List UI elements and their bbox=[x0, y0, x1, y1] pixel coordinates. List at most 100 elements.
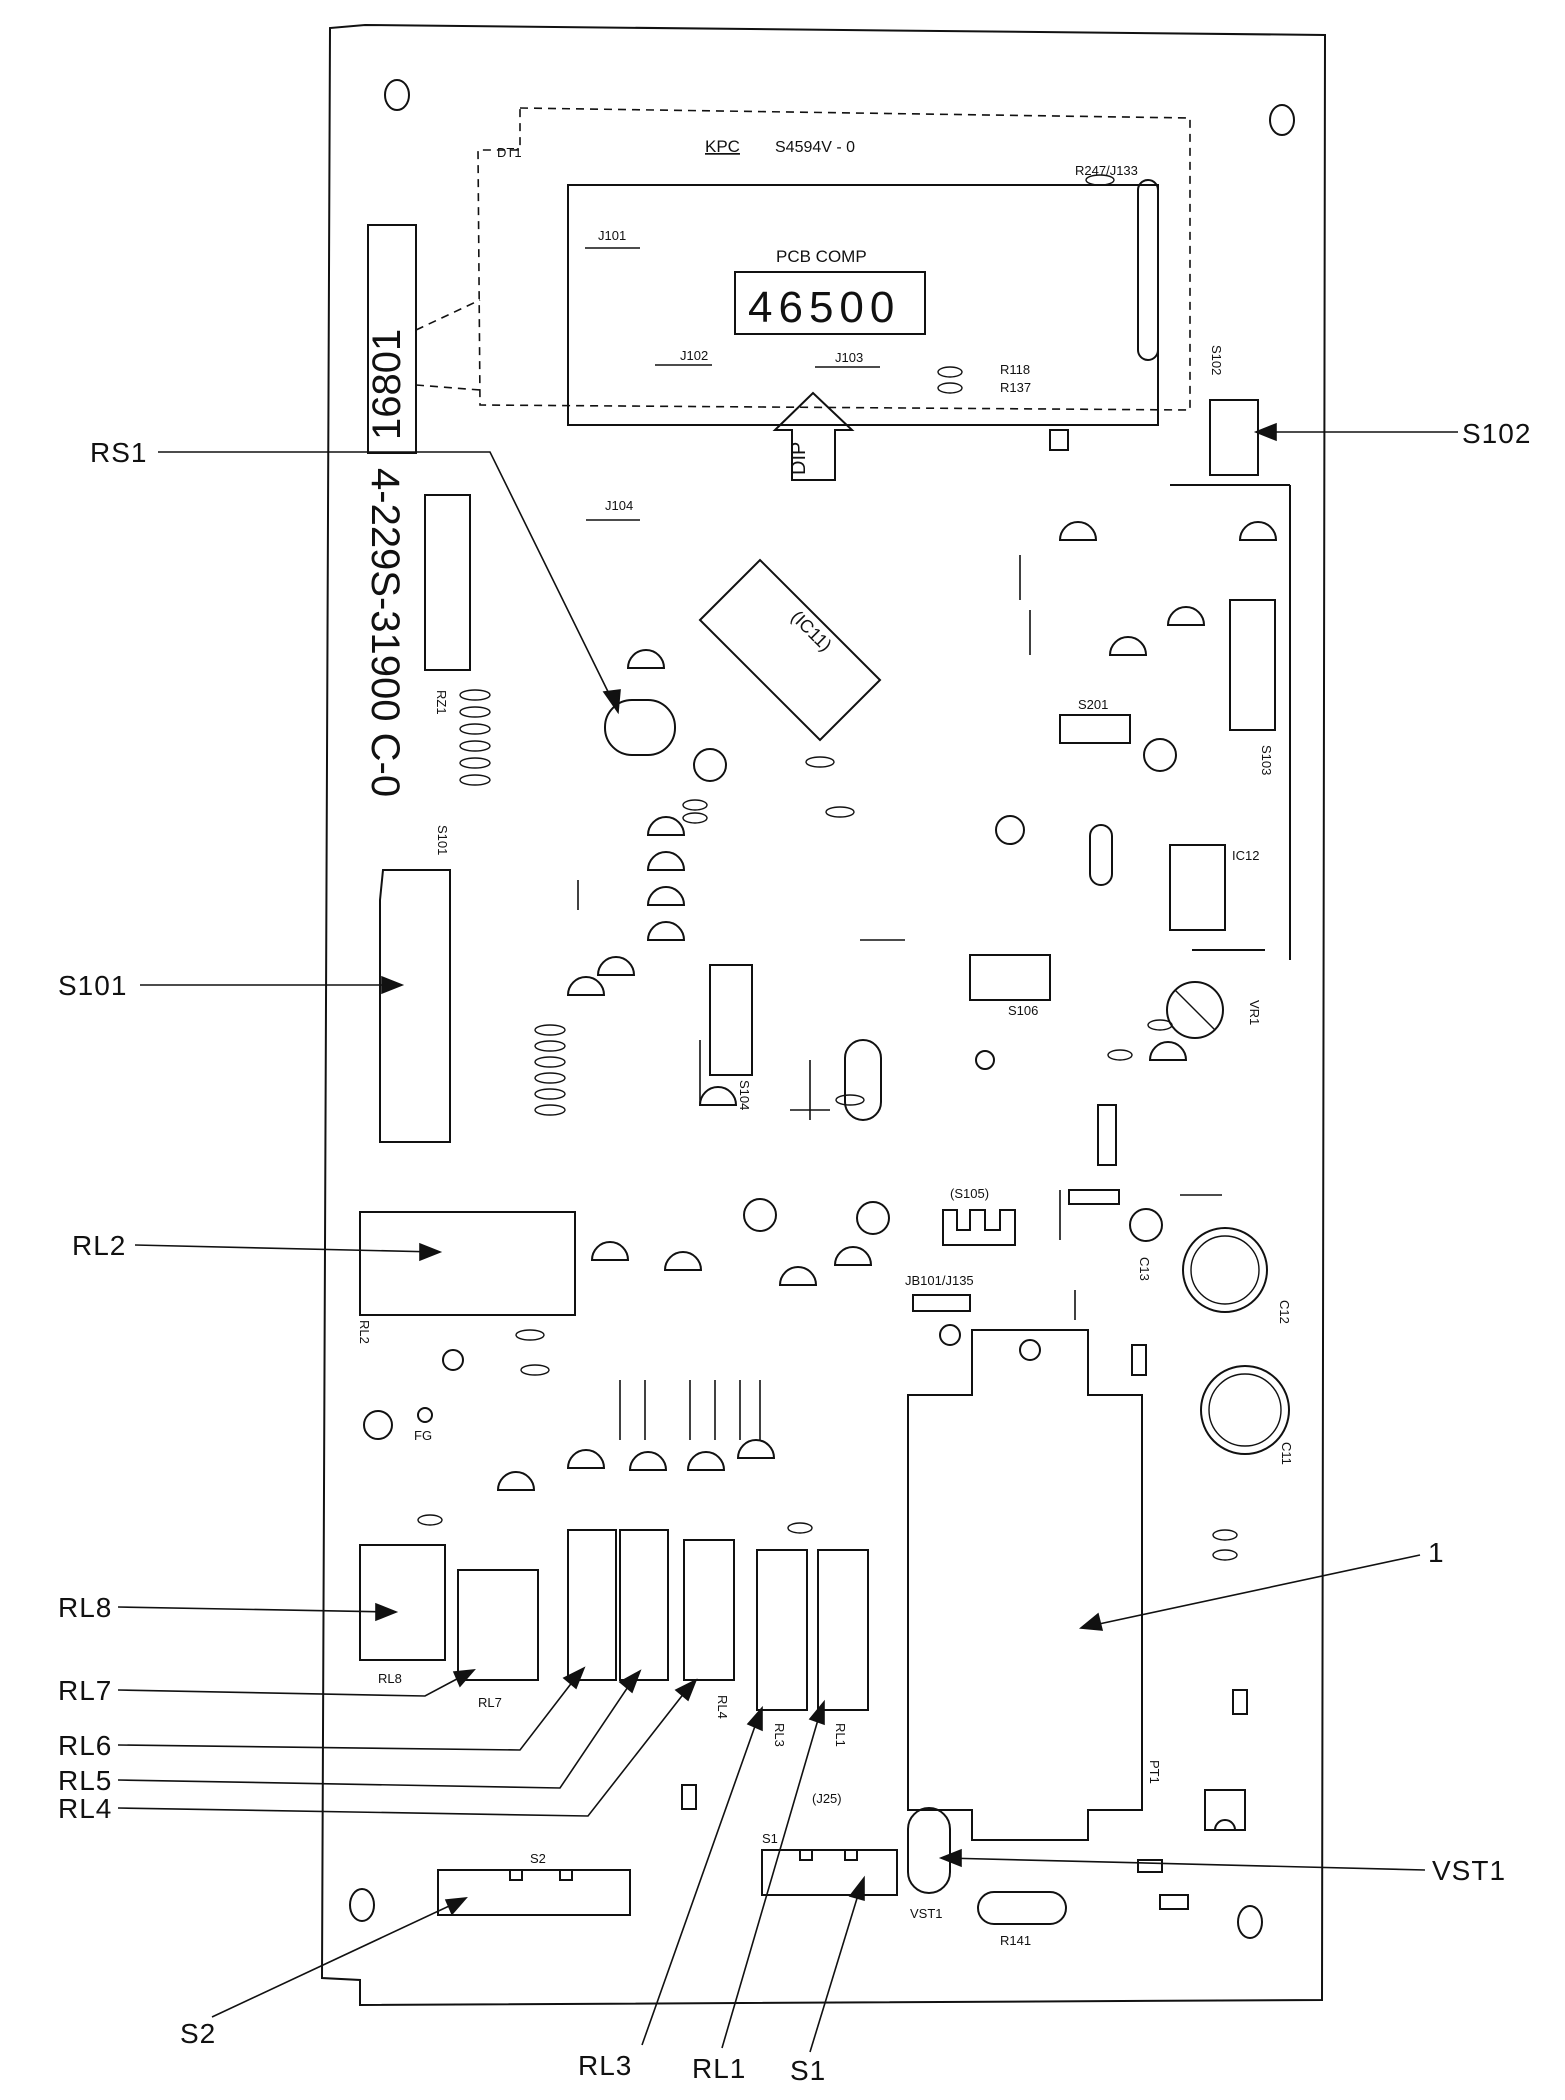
display-module-outline bbox=[477, 107, 1191, 411]
small-components bbox=[442, 179, 1291, 1910]
display-header: KPC bbox=[705, 137, 740, 156]
vr1-potentiometer bbox=[1166, 981, 1224, 1039]
mounting-hole bbox=[384, 79, 410, 111]
pcb-comp-value: 46500 bbox=[748, 283, 900, 332]
board-part-number: 4-229S-31900 C-0 bbox=[363, 468, 407, 797]
s105-connector bbox=[942, 1209, 1016, 1246]
leader-lines bbox=[117, 422, 1458, 2053]
vr1-label: VR1 bbox=[1247, 1000, 1262, 1025]
j104-label: J104 bbox=[605, 498, 633, 513]
callout-1: 1 bbox=[1428, 1537, 1445, 1568]
ic11-label: (IC11) bbox=[787, 607, 836, 656]
rl7-relay bbox=[457, 1569, 539, 1681]
rz1-block bbox=[424, 494, 471, 671]
s2-board-label: S2 bbox=[530, 1851, 546, 1866]
jumper-lines bbox=[577, 247, 1222, 1440]
ic12-label: IC12 bbox=[1232, 848, 1259, 863]
c11-label: C11 bbox=[1279, 1442, 1294, 1465]
c101-capacitor bbox=[693, 748, 727, 782]
display-module-label: DT1 bbox=[497, 145, 522, 160]
c13-label: C13 bbox=[1137, 1257, 1152, 1281]
display-code: S4594V - 0 bbox=[775, 139, 855, 156]
s101-connector bbox=[379, 869, 451, 1143]
s102-connector bbox=[1209, 399, 1259, 476]
s105-label: (S105) bbox=[950, 1186, 989, 1201]
s103-board-label: S103 bbox=[1259, 745, 1274, 775]
ic12-chip bbox=[1169, 844, 1226, 931]
s1-board-label: S1 bbox=[762, 1831, 778, 1846]
s201-connector bbox=[1059, 714, 1131, 744]
s104-connector bbox=[709, 964, 753, 1076]
callout-rl3: RL3 bbox=[578, 2050, 632, 2081]
rl1-relay bbox=[817, 1549, 869, 1711]
mounting-hole bbox=[1269, 104, 1295, 136]
callout-s102: S102 bbox=[1462, 418, 1531, 449]
s106-label: S106 bbox=[1008, 1003, 1038, 1018]
r247-label: R247/J133 bbox=[1075, 163, 1138, 178]
callout-rl2: RL2 bbox=[72, 1230, 126, 1261]
dip-arrow bbox=[772, 391, 855, 481]
ic11-chip bbox=[698, 558, 882, 742]
pcb-comp-counter bbox=[734, 271, 926, 335]
j101-label: J101 bbox=[598, 228, 626, 243]
board-outline bbox=[320, 23, 1327, 2007]
mounting-hole bbox=[1237, 1905, 1263, 1939]
callout-s2: S2 bbox=[180, 2018, 216, 2049]
s106-connector bbox=[969, 954, 1051, 1001]
r137-label: R137 bbox=[1000, 380, 1031, 395]
rl2-relay bbox=[359, 1211, 576, 1316]
s101-board-label: S101 bbox=[435, 825, 450, 855]
rl6-relay bbox=[567, 1529, 617, 1681]
callout-rl4: RL4 bbox=[58, 1793, 112, 1824]
s1-connector bbox=[761, 1849, 898, 1896]
rl5-relay bbox=[619, 1529, 669, 1681]
r141-label: R141 bbox=[1000, 1933, 1031, 1948]
rl3-board-label: RL3 bbox=[772, 1723, 787, 1747]
pt1-board-label: PT1 bbox=[1147, 1760, 1162, 1784]
s104-label: S104 bbox=[737, 1080, 752, 1110]
dip-label: DIP bbox=[788, 442, 810, 475]
mounting-hole bbox=[349, 1888, 375, 1922]
r141-resistor bbox=[977, 1891, 1067, 1925]
c12-label: C12 bbox=[1277, 1300, 1292, 1324]
rl3-relay bbox=[756, 1549, 808, 1711]
rl8-board-label: RL8 bbox=[378, 1671, 402, 1686]
callout-vst1: VST1 bbox=[1432, 1855, 1506, 1886]
s201-label: S201 bbox=[1078, 697, 1108, 712]
fg-label: FG bbox=[414, 1428, 432, 1443]
callout-rl5: RL5 bbox=[58, 1765, 112, 1796]
c13-capacitor bbox=[1129, 1208, 1163, 1242]
rs1-component bbox=[604, 699, 676, 756]
r118-label: R118 bbox=[1000, 362, 1030, 377]
serial-label-box bbox=[367, 224, 417, 454]
vst1-board-label: VST1 bbox=[910, 1906, 943, 1921]
callout-rl6: RL6 bbox=[58, 1730, 112, 1761]
callout-rl8: RL8 bbox=[58, 1592, 112, 1623]
rl4-relay bbox=[683, 1539, 735, 1681]
rz1-label: RZ1 bbox=[434, 690, 449, 715]
callout-rs1: RS1 bbox=[90, 437, 147, 468]
resistor-array bbox=[417, 174, 1238, 1561]
serial-code: 16801 bbox=[365, 329, 409, 440]
callout-s101: S101 bbox=[58, 970, 127, 1001]
callout-rl7: RL7 bbox=[58, 1675, 112, 1706]
jb101-jumper bbox=[912, 1294, 971, 1312]
vst1-varistor bbox=[907, 1807, 951, 1894]
s103-connector bbox=[1229, 599, 1276, 731]
c11-capacitor bbox=[1200, 1365, 1290, 1455]
callout-rl1: RL1 bbox=[692, 2053, 746, 2084]
s102-board-label: S102 bbox=[1209, 345, 1224, 375]
s2-connector bbox=[437, 1869, 631, 1916]
j102-label: J102 bbox=[680, 348, 708, 363]
rl2-board-label: RL2 bbox=[357, 1320, 372, 1344]
j103-label: J103 bbox=[835, 350, 863, 365]
rl1-board-label: RL1 bbox=[833, 1723, 848, 1747]
pcb-comp-label: PCB COMP bbox=[776, 247, 867, 266]
c12-capacitor bbox=[1182, 1227, 1268, 1313]
rl7-board-label: RL7 bbox=[478, 1695, 502, 1710]
jb101-label: JB101/J135 bbox=[905, 1273, 974, 1288]
rl4-board-label: RL4 bbox=[715, 1695, 730, 1719]
callout-s1: S1 bbox=[790, 2055, 826, 2086]
pt1-transformer bbox=[907, 1329, 1143, 1841]
